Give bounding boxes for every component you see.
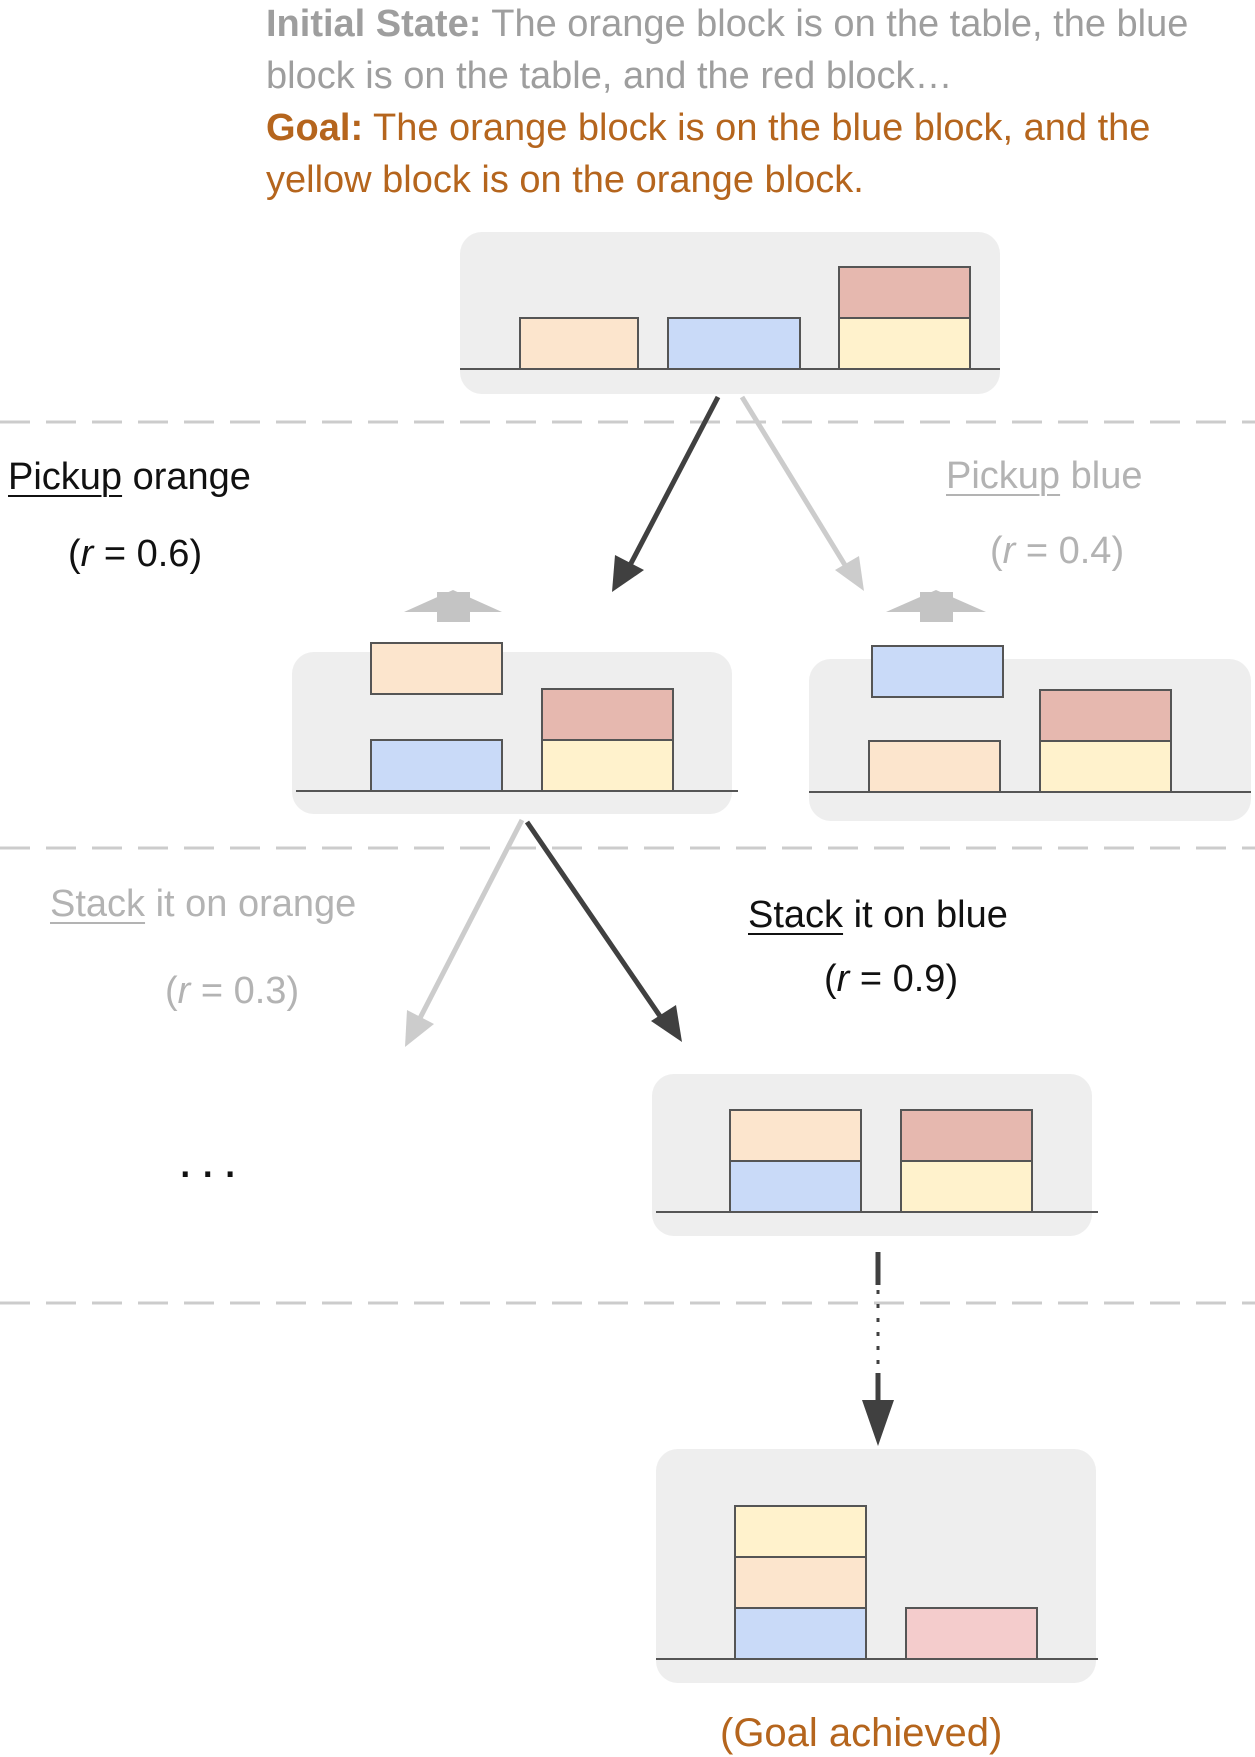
reward-stack-on-blue: (r = 0.9) [824,958,959,1000]
reward-symbol: r [80,533,94,575]
orange-block [729,1109,862,1162]
red-block [541,688,674,741]
up-arrow-icon [404,590,502,622]
yellow-block [838,317,971,370]
yellow-block [900,1160,1033,1213]
reward-symbol: r [836,958,850,1000]
arrow-stack-on-orange [405,818,525,1047]
blue-block [734,1607,867,1660]
orange-block [734,1556,867,1609]
initial-state-body: The orange block is on the table, the bl… [266,3,1189,97]
arrow-continuation [862,1252,894,1446]
action-object: it on blue [843,894,1008,936]
action-verb: Stack [748,894,844,936]
up-arrow-icon [886,590,986,622]
orange-block [868,740,1001,793]
reward-pickup-orange: (r = 0.6) [68,533,203,575]
action-label-pickup-blue: Pickup blue [946,455,1142,498]
blue-block [667,317,801,370]
action-object: it on orange [145,883,357,925]
action-verb: Pickup [8,456,123,498]
red-block [1039,689,1172,742]
state-panel-stacked [652,1074,1098,1236]
task-description: Initial State: The orange block is on th… [266,0,1241,206]
state-panel-picked-orange [292,590,738,814]
yellow-block [1039,740,1172,793]
red-block [838,266,971,319]
state-panel-goal [656,1449,1098,1683]
action-label-stack-on-orange: Stack it on orange [50,883,356,926]
blue-block [729,1160,862,1213]
action-object: orange [122,456,251,498]
red-block [900,1109,1033,1162]
yellow-block [734,1505,867,1558]
blue-block [370,739,503,792]
action-verb: Pickup [946,455,1061,497]
arrow-pickup-orange [612,395,721,592]
yellow-block [541,739,674,792]
state-panel-picked-blue [809,590,1251,821]
reward-stack-on-orange: (r = 0.3) [165,970,300,1012]
goal-text: Goal: The orange block is on the blue bl… [266,102,1241,206]
orange-block [519,317,639,370]
reward-pickup-blue: (r = 0.4) [990,530,1125,572]
arrow-pickup-blue [739,395,864,591]
action-verb: Stack [50,883,146,925]
action-label-pickup-orange: Pickup orange [8,456,251,499]
initial-state-text: Initial State: The orange block is on th… [266,0,1241,102]
pink-block [905,1607,1038,1660]
reward-symbol: r [177,970,191,1012]
more-branches-ellipsis: ... [178,1131,246,1189]
state-panel-initial [460,232,1000,394]
goal-body: The orange block is on the blue block, a… [266,107,1151,201]
goal-achieved-label: (Goal achieved) [720,1711,1003,1755]
arrow-stack-on-blue [524,820,682,1042]
goal-label: Goal: [266,107,364,149]
action-object: blue [1060,455,1143,497]
reward-symbol: r [1002,530,1016,572]
blue-block-held [871,645,1004,698]
initial-state-label: Initial State: [266,3,482,45]
orange-block-held [370,642,503,695]
action-label-stack-on-blue: Stack it on blue [748,894,1008,937]
